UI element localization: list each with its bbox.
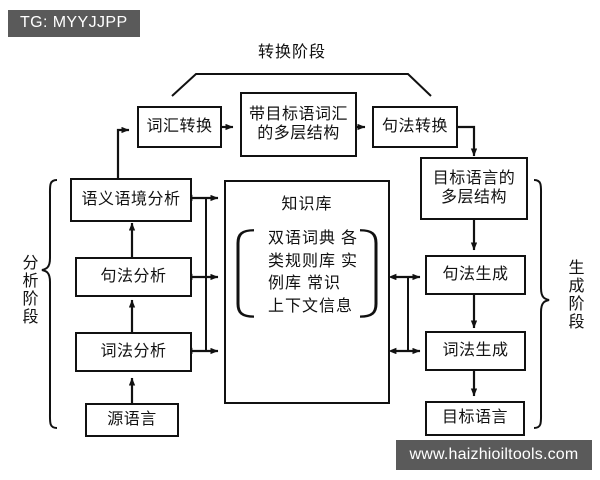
box-lexical-transfer-label: 词汇转换: [146, 117, 213, 135]
watermark-badge: www.haizhioiltools.com: [396, 440, 592, 470]
box-target-multilayer-structure[interactable]: 目标语言的 多层结构: [420, 157, 528, 220]
label-transfer-stage: 转换阶段: [258, 44, 327, 61]
box-target-language-label: 目标语言: [441, 409, 508, 427]
tag-badge: TG: MYYJJPP: [8, 10, 140, 37]
box-syntactic-transfer[interactable]: 句法转换: [372, 106, 458, 148]
generation-brace: [533, 179, 550, 429]
box-target-multilayer-structure-label: 目标语言的 多层结构: [432, 170, 516, 206]
analysis-brace: [41, 179, 58, 429]
knowledge-base-panel[interactable]: 知识库 双语词典 各类规则库 实例库 常识 上下文信息: [224, 180, 390, 404]
box-syntactic-transfer-label: 句法转换: [381, 117, 448, 135]
knowledge-base-left-bracket: [234, 228, 256, 319]
label-generation-stage: 生成阶段: [568, 260, 586, 331]
watermark-text: www.haizhioiltools.com: [409, 446, 579, 463]
box-semantic-context-analysis-label: 语义语境分析: [81, 190, 181, 208]
label-analysis-stage: 分析阶段: [22, 255, 40, 326]
box-semantic-context-analysis[interactable]: 语义语境分析: [70, 178, 192, 222]
box-target-language[interactable]: 目标语言: [425, 401, 525, 436]
box-lexical-analysis[interactable]: 词法分析: [75, 332, 192, 372]
tag-badge-text: TG: MYYJJPP: [20, 14, 128, 31]
box-source-language-label: 源语言: [107, 410, 157, 428]
knowledge-base-items-wrap: 双语词典 各类规则库 实例库 常识 上下文信息: [226, 228, 388, 319]
box-lexical-generation[interactable]: 词法生成: [425, 331, 526, 371]
box-source-language[interactable]: 源语言: [85, 403, 179, 437]
box-syntactic-analysis-label: 句法分析: [100, 267, 167, 285]
box-target-lexicon-structure[interactable]: 带目标语词汇 的多层结构: [240, 92, 357, 157]
box-lexical-analysis-label: 词法分析: [100, 342, 167, 360]
box-syntactic-generation-label: 句法生成: [442, 265, 509, 283]
knowledge-base-title: 知识库: [281, 196, 333, 213]
box-syntactic-generation[interactable]: 句法生成: [425, 255, 526, 295]
box-syntactic-analysis[interactable]: 句法分析: [75, 257, 192, 297]
box-lexical-generation-label: 词法生成: [442, 341, 509, 359]
knowledge-base-right-bracket: [358, 228, 380, 319]
box-target-lexicon-structure-label: 带目标语词汇 的多层结构: [248, 106, 348, 142]
knowledge-base-items: 双语词典 各类规则库 实例库 常识 上下文信息: [268, 230, 359, 316]
box-lexical-transfer[interactable]: 词汇转换: [137, 106, 222, 148]
